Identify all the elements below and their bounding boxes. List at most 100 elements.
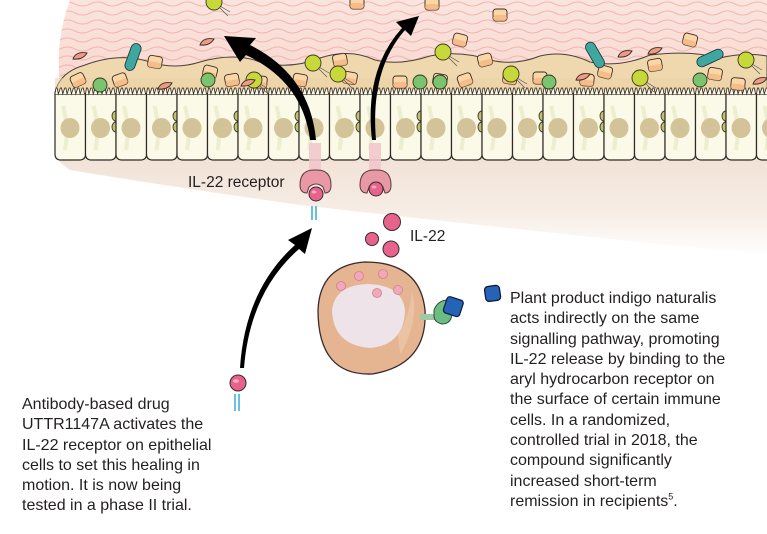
right-caption-line: controlled trial in 2018, the — [510, 432, 698, 450]
left-caption-line: tested in a phase II trial. — [22, 497, 192, 515]
lumen-wave — [58, 19, 767, 25]
repair-arrow-left — [224, 36, 316, 140]
bacterium-flagellate — [329, 65, 347, 83]
cell-nucleus — [518, 118, 537, 138]
epithelial-cell — [694, 87, 731, 161]
bacterium-rod — [111, 72, 129, 88]
bacterium-cocci — [692, 72, 708, 88]
caption-period: . — [673, 492, 678, 510]
bacterium-rod — [451, 32, 469, 48]
microvilli — [298, 87, 329, 96]
bacterium-rod — [476, 52, 494, 68]
bacterium-cocci — [541, 74, 557, 90]
right-caption-line: cells. In a randomized, — [510, 411, 671, 429]
microvilli — [481, 87, 512, 96]
bacterium-rod — [147, 54, 163, 70]
microvilli — [329, 87, 360, 96]
cell-nucleus — [182, 118, 202, 138]
right-caption-line: acts indirectly on the same — [510, 310, 700, 328]
bacterium-rod — [224, 72, 240, 88]
submucosa-shade — [55, 158, 767, 255]
cell-nucleus — [60, 118, 80, 138]
microvilli — [54, 87, 85, 96]
right-caption-line: signalling pathway, promoting — [510, 330, 720, 348]
bacterium-cocci — [92, 77, 108, 93]
epithelial-cell — [481, 87, 514, 161]
microvilli — [207, 87, 238, 96]
right-caption: Plant product indigo naturalis acts indi… — [510, 289, 725, 512]
epithelial-cell — [420, 87, 453, 161]
indigo-molecule — [442, 296, 464, 318]
right-caption-line: compound significantly — [510, 452, 672, 470]
cell-nucleus — [579, 118, 598, 138]
cell-nucleus — [243, 118, 263, 138]
bacterium-rod — [292, 72, 308, 88]
epithelial-cell — [328, 87, 365, 161]
epithelial-cell — [206, 87, 243, 161]
right-caption-line: the surface of certain immune — [510, 391, 721, 409]
bacterium-rod — [69, 72, 87, 88]
bacterium-flagellate — [631, 69, 649, 87]
epithelial-cell — [633, 87, 670, 161]
microvilli — [451, 87, 482, 96]
cell-nucleus — [701, 118, 720, 138]
epithelial-cell — [54, 87, 87, 161]
cell-nucleus — [762, 119, 767, 137]
right-caption-last-line: remission in recipients5. — [510, 492, 725, 512]
bacterium-rod — [681, 32, 699, 48]
bacterium-flagellate — [205, 0, 223, 11]
left-caption-line: Antibody-based drug — [22, 396, 170, 413]
bacterium-cocci — [432, 74, 448, 90]
bacterium-rod — [332, 52, 348, 68]
microvilli — [634, 87, 665, 96]
bacterium-rod — [707, 66, 723, 82]
repair-arrow-right — [370, 16, 419, 140]
antibody-drug-uttr1147a — [229, 374, 247, 411]
drug-arrow — [240, 228, 312, 368]
microvilli — [695, 87, 726, 96]
bacterium-bacillus — [124, 43, 142, 71]
left-caption: Antibody-based drug UTTR1147A activates … — [22, 395, 211, 517]
right-caption-line: increased short-term — [510, 472, 657, 490]
reference-number[interactable]: 5 — [668, 491, 674, 502]
epithelial-cell — [145, 87, 182, 161]
bacterium-rod — [647, 57, 663, 73]
bacterium-flagellate — [434, 43, 452, 61]
bacterium-curved — [575, 73, 591, 81]
il22-receptor-2 — [359, 143, 392, 197]
microvilli — [664, 87, 695, 96]
bacterium-rod — [424, 0, 440, 11]
bacterium-bacillus — [696, 48, 724, 68]
il22-receptor-label: IL-22 receptor — [188, 174, 285, 191]
bacterium-curved — [72, 52, 88, 60]
bacterium-cocci — [412, 74, 428, 90]
immune-cell — [317, 261, 464, 375]
epithelial-cell — [237, 87, 270, 161]
bacterium-rod — [456, 72, 474, 88]
bacterium-flagellate — [737, 51, 755, 69]
bacterium-flagellate — [304, 54, 322, 72]
left-caption-line: UTTR1147A activates the — [22, 416, 204, 434]
cell-nucleus — [396, 118, 415, 138]
bacterium-curved — [752, 77, 767, 85]
microvilli — [542, 87, 573, 96]
epithelial-cell — [542, 87, 575, 161]
right-caption-line: IL-22 release by binding to the — [510, 350, 726, 368]
bacterium-curved — [647, 47, 663, 55]
epithelial-cell — [755, 87, 767, 161]
microvilli — [512, 87, 543, 96]
microvilli — [756, 87, 767, 96]
cell-nucleus — [274, 118, 293, 138]
cell-nucleus — [609, 118, 629, 138]
cell-nucleus — [426, 118, 446, 138]
epithelial-cell — [572, 87, 609, 161]
cell-nucleus — [213, 118, 232, 138]
right-caption-line: aryl hydrocarbon receptor on — [510, 371, 715, 389]
cell-nucleus — [457, 118, 476, 138]
bacterium-curved — [157, 82, 173, 90]
bacterium-rod — [730, 77, 746, 91]
bacterium-cocci — [200, 72, 216, 88]
lumen-wave — [58, 1, 767, 7]
cell-nucleus — [548, 118, 568, 138]
